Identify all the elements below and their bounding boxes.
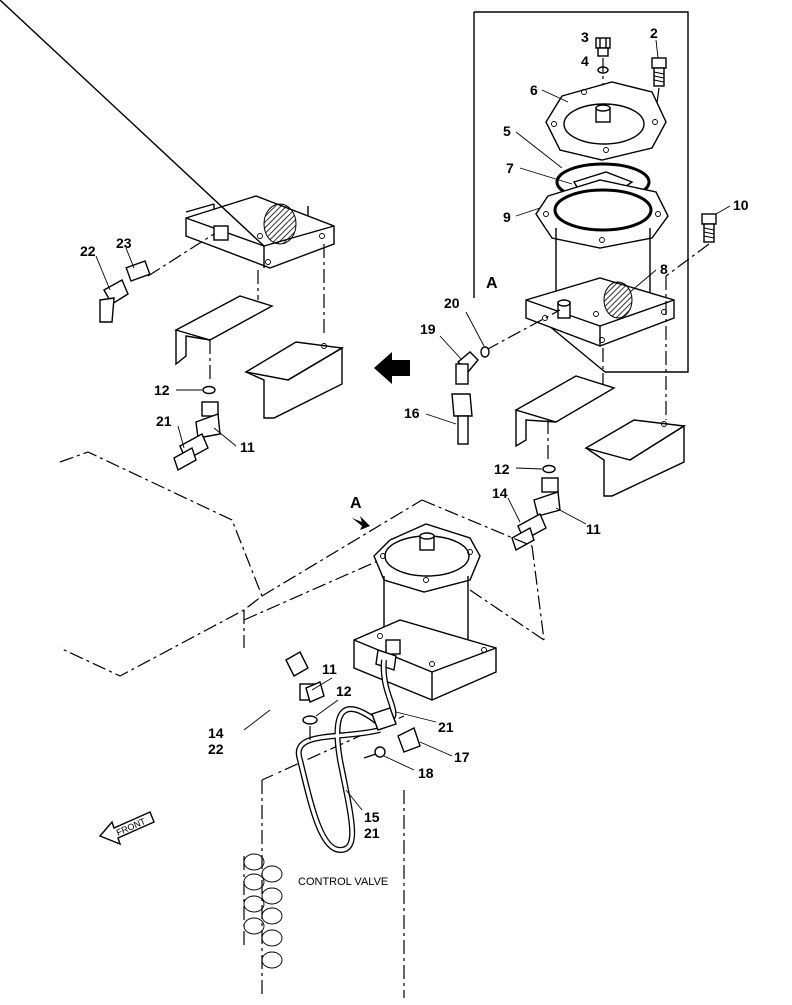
left-filter-mount [0,0,345,472]
callout-12-right: 12 [494,461,510,477]
detail-marker-a-box: A [486,275,498,292]
right-mounting-brackets [511,348,687,552]
callout-labels: 3 2 4 6 5 7 9 8 10 20 19 16 22 23 12 21 … [80,25,749,888]
control-valve [243,853,283,969]
control-valve-label: CONTROL VALVE [298,876,388,888]
callout-6: 6 [530,82,538,98]
callout-15-bottom: 15 [364,809,380,825]
hoses [249,649,421,854]
callout-8: 8 [660,261,668,277]
installed-filter [353,523,497,701]
detail-a-pointer [352,516,370,530]
callout-17: 18 [418,765,434,781]
callout-15-top: 16 [404,405,420,421]
callout-10: 10 [733,197,749,213]
callout-22-bottom: 22 [208,741,224,757]
callout-4: 4 [581,53,589,69]
callout-19: 20 [444,295,460,311]
connector-group-center [451,309,561,445]
front-arrow [98,811,155,846]
callout-14-bottom: 14 [208,725,224,741]
callout-12-left: 12 [154,382,170,398]
callout-18: 19 [420,321,436,337]
machine-outline [59,451,545,998]
callout-11-right: 11 [586,521,601,537]
callout-23: 23 [116,235,132,251]
callout-7: 7 [506,160,514,176]
filter-cap-assembly [525,37,717,420]
callout-14-right: 14 [492,485,508,501]
detail-marker-a-pointer: A [350,495,362,512]
callout-21-top: 22 [80,243,96,259]
callout-11-bottom: 11 [322,661,337,677]
callout-3: 3 [581,29,589,45]
callout-20: 21 [438,719,454,735]
callout-21-bottom: 21 [364,825,380,841]
callout-12-bottom: 12 [336,683,352,699]
callout-22-top: 21 [156,413,172,429]
callout-2: 2 [650,25,658,41]
callout-11-left: 11 [240,439,255,455]
detail-a-box [473,11,689,373]
callout-5: 5 [503,123,511,139]
callout-9: 9 [503,209,511,225]
front-label: FRONT [115,816,148,838]
callout-16: 17 [454,749,470,765]
leader-lines [95,37,731,811]
direction-arrow [374,352,410,384]
